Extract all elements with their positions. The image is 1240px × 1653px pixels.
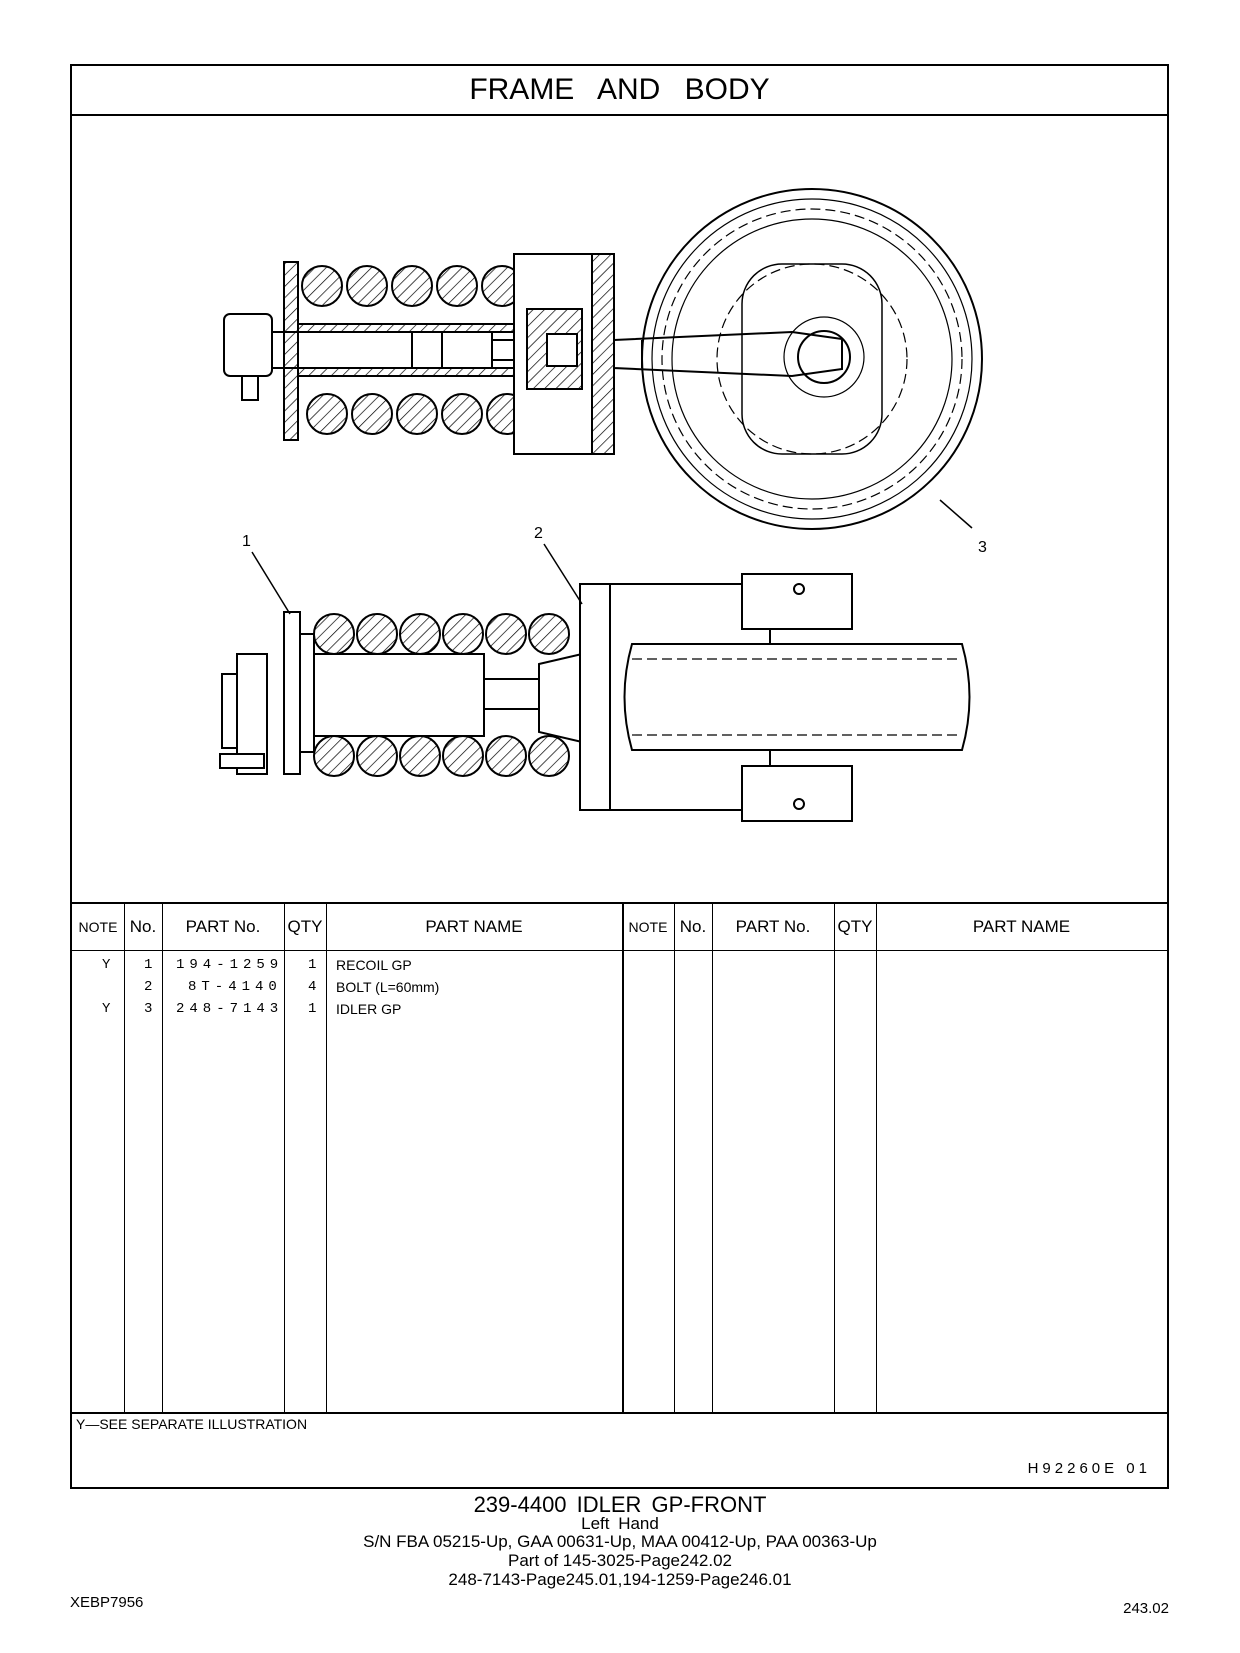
row-part-name: RECOIL GP bbox=[336, 957, 412, 973]
serial-numbers: S/N FBA 05215-Up, GAA 00631-Up, MAA 0041… bbox=[363, 1532, 877, 1551]
table-row: Y 1 194-1259 1 RECOIL GP bbox=[72, 954, 1167, 976]
callout-2: 2 bbox=[534, 525, 543, 542]
row-note: Y bbox=[102, 957, 116, 973]
parts-table: NOTE No. PART No. QTY PART NAME NOTE No.… bbox=[72, 902, 1167, 1414]
row-part-no: 248-7143 bbox=[176, 1001, 284, 1017]
row-no: 2 bbox=[144, 979, 158, 995]
col-part-name: PART NAME bbox=[425, 917, 523, 936]
callout-leaders bbox=[251, 499, 973, 615]
col-no-right: No. bbox=[679, 917, 707, 936]
document-id: XEBP7956 bbox=[70, 1594, 144, 1611]
page-number: 243.02 bbox=[1123, 1600, 1169, 1617]
row-part-name: BOLT (L=60mm) bbox=[336, 979, 440, 995]
col-note-right: NOTE bbox=[628, 919, 668, 935]
table-row: Y 3 248-7143 1 IDLER GP bbox=[72, 998, 1167, 1020]
callout-1: 1 bbox=[242, 533, 251, 550]
col-part-name-right: PART NAME bbox=[972, 917, 1071, 936]
table-bottom-rule bbox=[72, 1412, 1167, 1414]
row-no: 1 bbox=[144, 957, 158, 973]
drawing-number: H92260E 01 bbox=[1027, 1460, 1151, 1477]
row-qty: 1 bbox=[308, 957, 322, 973]
row-qty: 1 bbox=[308, 1001, 322, 1017]
footnote: Y—SEE SEPARATE ILLUSTRATION bbox=[76, 1416, 308, 1432]
row-part-no: 8T-4140 bbox=[188, 979, 282, 995]
col-note: NOTE bbox=[78, 919, 118, 935]
col-qty: QTY bbox=[287, 917, 323, 936]
page-references: 248-7143-Page245.01,194-1259-Page246.01 bbox=[448, 1570, 792, 1589]
row-note: Y bbox=[102, 1001, 116, 1017]
row-no: 3 bbox=[144, 1001, 158, 1017]
page-frame: FRAME AND BODY bbox=[70, 64, 1169, 1489]
callout-3: 3 bbox=[978, 539, 987, 556]
top-view-assembly bbox=[223, 188, 983, 530]
row-qty: 4 bbox=[308, 979, 322, 995]
assembly-subtitle: Left Hand bbox=[581, 1514, 659, 1533]
col-no: No. bbox=[129, 917, 157, 936]
side-view-assembly bbox=[219, 573, 971, 822]
page-title: FRAME AND BODY bbox=[72, 66, 1167, 116]
table-row: 2 8T-4140 4 BOLT (L=60mm) bbox=[72, 976, 1167, 998]
parts-illustration: 1 2 3 bbox=[72, 114, 1167, 902]
col-part-no: PART No. bbox=[185, 917, 261, 936]
col-part-no-right: PART No. bbox=[735, 917, 811, 936]
assembly-title: 239-4400 IDLER GP-FRONT bbox=[473, 1492, 767, 1517]
row-part-name: IDLER GP bbox=[336, 1001, 402, 1017]
part-of-reference: Part of 145-3025-Page242.02 bbox=[507, 1551, 732, 1570]
col-qty-right: QTY bbox=[837, 917, 873, 936]
table-header bbox=[72, 904, 1167, 951]
row-part-no: 194-1259 bbox=[176, 957, 284, 973]
